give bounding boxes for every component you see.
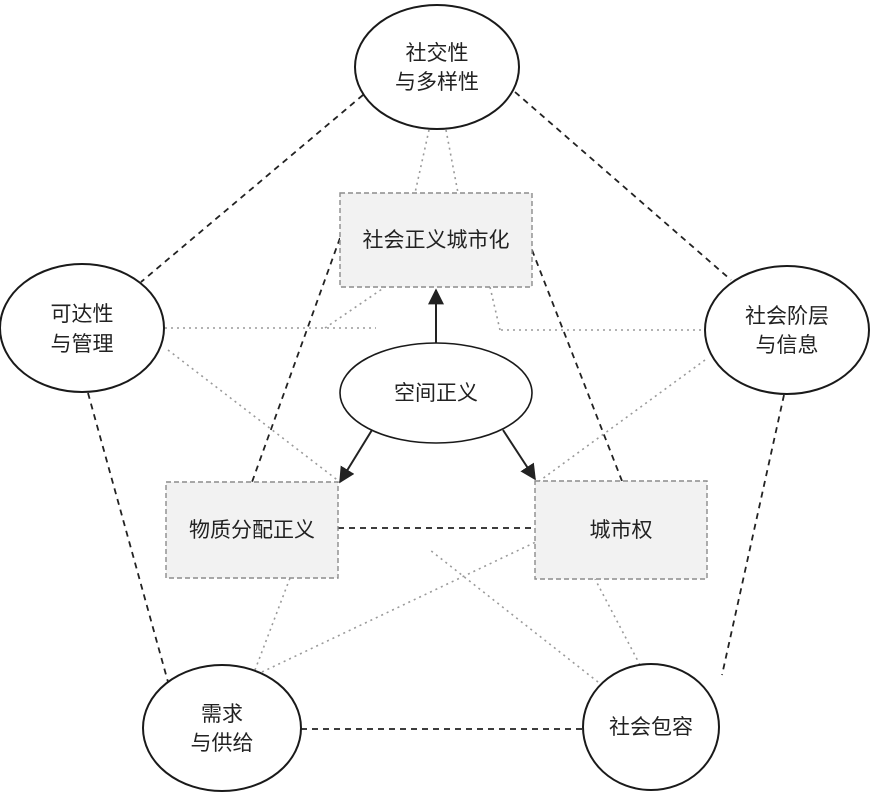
edge-dotted-social_class-material (537, 359, 706, 483)
node-right-to-city-label: 城市权 (590, 518, 653, 542)
edge-dashed-social_class-social_inclusion (721, 394, 785, 676)
edge-dotted-accessibility-right_to_city (167, 349, 341, 483)
node-social-class-line-2: 与信息 (756, 333, 819, 357)
node-social-class-information: 社会阶层 与信息 (704, 265, 870, 395)
node-sociality-line-2: 与多样性 (395, 70, 479, 94)
edge-dotted-social_class-urbanization-1 (489, 286, 501, 331)
node-accessibility-line-2: 与管理 (51, 332, 114, 356)
edge-dotted-demand_supply-material (254, 577, 291, 671)
node-demand-supply-line-1: 需求 (201, 702, 243, 726)
edge-dashed-urbanization-material (251, 237, 341, 483)
edge-dashed-accessibility-demand_supply (87, 392, 169, 683)
edge-arrow-center-right_to_city (502, 429, 536, 481)
edge-dotted-sociality-urbanization (414, 129, 430, 194)
node-material-distribution-justice: 物质分配正义 (165, 481, 339, 579)
node-demand-supply-line-2: 与供给 (191, 731, 254, 755)
edge-dashed-urbanization-right_to_city (531, 249, 623, 482)
edge-dashed-sociality-accessibility (140, 94, 364, 283)
edge-dotted-social_inclusion-right_to_city (594, 578, 641, 666)
node-urbanization-label: 社会正义城市化 (363, 228, 510, 252)
node-accessibility-management: 可达性 与管理 (0, 263, 165, 393)
node-social-justice-urbanization: 社会正义城市化 (339, 192, 533, 288)
node-social-class-line-1: 社会阶层 (745, 304, 829, 328)
edges-layer (87, 91, 785, 730)
edge-dotted-accessibility-urbanization-1 (324, 286, 386, 329)
node-social-inclusion-line-1: 社会包容 (609, 715, 693, 739)
node-spatial-justice: 空间正义 (339, 342, 533, 444)
edge-dashed-sociality-social_class (514, 91, 732, 281)
edge-dotted-sociality-urbanization-1 (445, 129, 459, 194)
node-accessibility-line-1: 可达性 (51, 302, 114, 326)
node-spatial-justice-label: 空间正义 (394, 381, 478, 405)
node-demand-supply: 需求 与供给 (142, 664, 302, 792)
node-material-label: 物质分配正义 (189, 518, 315, 542)
node-right-to-city: 城市权 (534, 480, 708, 580)
node-social-inclusion: 社会包容 (582, 663, 720, 791)
node-sociality-line-1: 社交性 (406, 41, 469, 65)
node-sociality-diversity: 社交性 与多样性 (354, 4, 520, 130)
edge-arrow-center-material (339, 429, 373, 484)
